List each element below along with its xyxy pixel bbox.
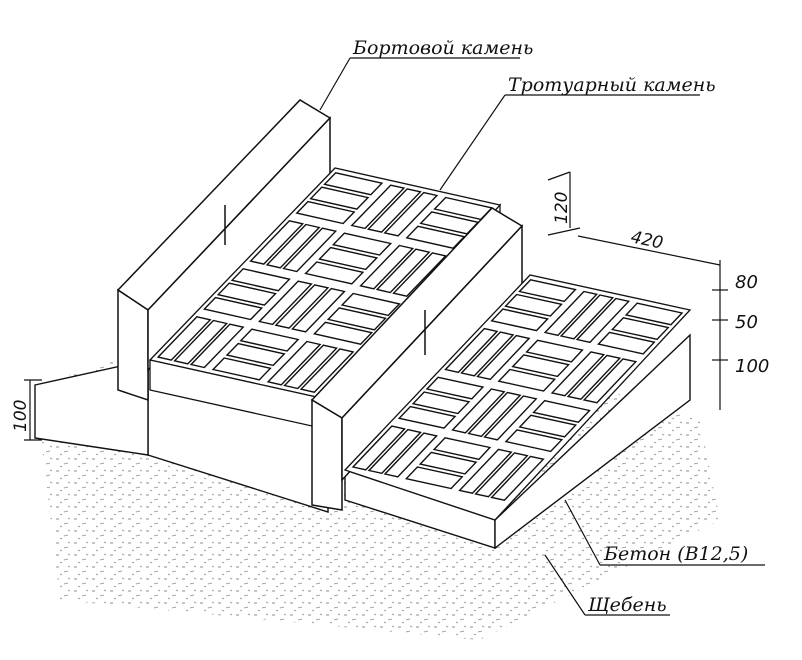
paving-brick: [559, 294, 615, 340]
paving-brick: [597, 331, 656, 355]
paving-brick: [340, 292, 401, 317]
paving-brick: [518, 279, 577, 303]
paving-brick: [518, 414, 578, 438]
right-paving-bricks: [351, 279, 684, 501]
paving-brick: [474, 452, 529, 498]
paving-brick: [309, 186, 370, 210]
paving-brick: [283, 344, 338, 390]
left-curb-stone: [116, 99, 332, 402]
gravel-leader: [544, 554, 586, 616]
paving-brick: [451, 388, 506, 434]
paving-brick: [366, 188, 422, 233]
layer-mid-dimension: 50: [735, 312, 758, 333]
right-curb-stone: [310, 207, 524, 511]
left-paving-bricks: [156, 172, 494, 393]
concrete-leader: [564, 499, 601, 566]
paving-brick: [444, 327, 499, 374]
paving-brick: [295, 200, 356, 225]
paving-brick: [532, 399, 591, 423]
paving-brick: [258, 280, 313, 326]
paving-stone-label: Тротуарный камень: [508, 74, 716, 96]
paving-brick: [230, 268, 291, 292]
paving-leader: [439, 94, 506, 191]
paving-brick: [476, 334, 531, 381]
paving-brick: [411, 391, 471, 415]
dimension-lines: [24, 171, 728, 441]
paving-brick: [326, 307, 387, 331]
paving-brick: [351, 425, 406, 471]
paving-brick: [490, 308, 549, 332]
paving-brick: [304, 261, 365, 285]
paving-brick: [367, 428, 422, 475]
paving-brick: [216, 282, 277, 306]
paving-brick: [350, 184, 406, 230]
concrete-label: Бетон (B12,5): [603, 543, 748, 565]
paving-brick: [299, 348, 355, 393]
curb-leader: [319, 57, 351, 111]
paving-brick: [511, 354, 570, 378]
paving-brick: [156, 316, 212, 361]
paving-brick: [266, 340, 322, 386]
paving-brick: [331, 232, 393, 256]
paving-brick: [173, 319, 229, 365]
paving-brick: [550, 351, 606, 397]
paving-brick: [525, 339, 584, 363]
paving-brick: [265, 223, 321, 269]
paving-brick: [543, 290, 599, 337]
paving-brick: [239, 328, 300, 352]
paving-brick: [497, 368, 557, 392]
paving-brick: [211, 357, 272, 381]
paving-brick: [610, 317, 670, 341]
paving-brick: [418, 451, 478, 475]
paving-brick: [425, 376, 485, 400]
paving-brick: [225, 342, 286, 367]
paving-brick: [460, 331, 515, 377]
paving-brick: [504, 293, 563, 317]
paving-brick: [397, 405, 457, 429]
paving-brick: [359, 244, 415, 290]
paving-brick: [282, 227, 338, 273]
paving-brick: [566, 354, 622, 400]
paving-brick: [318, 246, 379, 271]
paving-brick: [458, 448, 513, 494]
width-dimension: 420: [629, 227, 665, 253]
paving-brick: [323, 172, 384, 196]
paving-brick: [202, 296, 264, 321]
paving-brick: [467, 391, 522, 438]
paving-brick: [274, 284, 330, 329]
paving-brick: [624, 302, 684, 326]
layer-top-dimension: 80: [735, 272, 758, 293]
paving-brick: [483, 395, 538, 441]
curb-stone-label: Бортовой камень: [352, 37, 533, 59]
paving-brick: [432, 437, 492, 461]
paving-brick: [504, 429, 564, 453]
paving-brick: [392, 252, 448, 297]
paving-brick: [405, 225, 466, 249]
paving-brick: [404, 466, 464, 490]
left-depth-dimension: 100: [11, 400, 31, 432]
layer-bottom-dimension: 100: [735, 356, 769, 377]
leader-lines: [319, 57, 765, 616]
paving-brick: [383, 191, 439, 237]
paving-brick: [291, 287, 346, 333]
paving-brick: [575, 297, 631, 344]
paving-brick: [490, 455, 545, 501]
paving-brick: [383, 432, 438, 478]
curb-height-dimension: 120: [552, 192, 572, 224]
gravel-label: Щебень: [587, 594, 667, 616]
paving-brick: [313, 321, 374, 345]
paving-brick: [582, 358, 638, 404]
paving-brick: [375, 248, 431, 294]
paving-brick: [249, 220, 305, 265]
paving-brick: [189, 323, 245, 369]
